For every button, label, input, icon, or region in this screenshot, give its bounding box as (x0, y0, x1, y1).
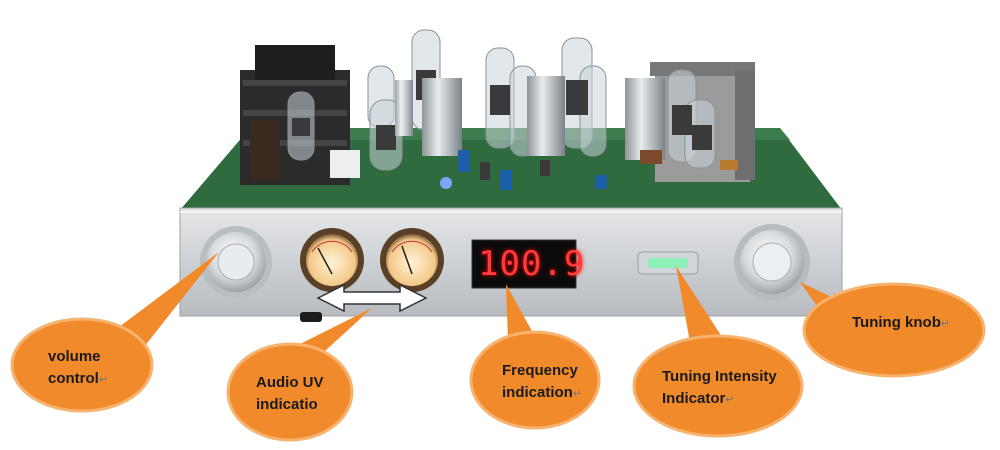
callout-frequency (469, 284, 601, 430)
tuning-knob-label: Tuning knob↵ (852, 314, 951, 331)
pcb-components (330, 150, 738, 190)
audio-uv-label: Audio UV indicatio (256, 374, 324, 413)
volume-knob[interactable] (200, 226, 272, 298)
tuning-intensity-label: Tuning Intensity Indicator↵ (662, 368, 777, 407)
callout-tuning-intensity (632, 266, 804, 438)
return-mark-icon: ↵ (725, 394, 735, 406)
capacitor-cans (250, 76, 665, 180)
double-arrow-icon (316, 283, 428, 313)
return-mark-icon: ↵ (98, 374, 109, 386)
callout-audio-uv (226, 308, 372, 442)
frequency-readout: 100.9 (478, 244, 586, 284)
volume-label: volume control↵ (48, 348, 109, 387)
return-mark-icon: ↵ (940, 318, 951, 330)
tuning-knob[interactable] (734, 224, 810, 300)
callout-tuning-knob (800, 282, 986, 378)
frequency-display (471, 239, 577, 289)
callout-volume (10, 252, 219, 413)
vu-meter-left (300, 228, 364, 292)
frequency-label: Frequency indication↵ (502, 362, 583, 401)
tuning-intensity-indicator (637, 251, 699, 275)
return-mark-icon: ↵ (572, 388, 583, 400)
vu-meter-right (380, 228, 444, 292)
